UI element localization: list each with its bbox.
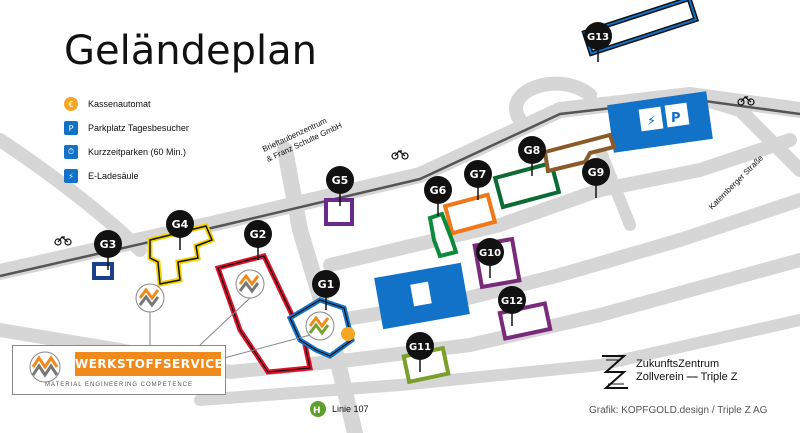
short-parking-icon: ⏱ xyxy=(64,145,78,159)
werkstoff-tagline: MATERIAL ENGINEERING COMPETENCE xyxy=(44,382,193,388)
marker-circle[interactable] xyxy=(312,270,340,298)
legend-label: E-Ladesäule xyxy=(88,171,139,181)
ev-charger-glyph: ⚡ xyxy=(647,114,656,129)
building-marker-g13[interactable]: G13 xyxy=(584,22,612,62)
building-marker-g7[interactable]: G7 xyxy=(464,160,492,200)
werkstoffservice-panel[interactable]: WERKSTOFFSERVICE MATERIAL ENGINEERING CO… xyxy=(12,345,226,395)
werkstoff-logo-g1 xyxy=(305,311,335,341)
zukunftszentrum-text: ZukunftsZentrum Zollverein ⎯⎯ Triple Z xyxy=(636,358,737,384)
marker-circle[interactable] xyxy=(584,22,612,50)
marker-label: G1 xyxy=(318,278,335,291)
building-g9-shape[interactable] xyxy=(542,132,617,174)
marker-circle[interactable] xyxy=(94,230,122,258)
marker-circle[interactable] xyxy=(582,158,610,186)
zukunftszentrum-line1: ZukunftsZentrum xyxy=(636,358,720,370)
triple-z-icon xyxy=(602,355,628,389)
marker-circle[interactable] xyxy=(476,238,504,266)
bike-icon xyxy=(737,96,755,106)
credit-text: Grafik: KOPFGOLD.design / Triple Z AG xyxy=(589,405,768,416)
bike-icon xyxy=(54,236,72,246)
short-parking-icon xyxy=(410,281,432,307)
werkstoff-logo-g4 xyxy=(135,283,165,313)
legend-item-parkplatz: P Parkplatz Tagesbesucher xyxy=(64,116,189,140)
marker-label: G7 xyxy=(470,168,487,181)
ev-charger-icon xyxy=(638,106,664,132)
marker-label: G6 xyxy=(430,184,447,197)
page-title: Geländeplan xyxy=(64,28,317,74)
marker-label: G4 xyxy=(172,218,189,231)
legend-item-kassenautomat: € Kassenautomat xyxy=(64,92,189,116)
legend-label: Parkplatz Tagesbesucher xyxy=(88,123,189,133)
werkstoff-logo-g2 xyxy=(235,269,265,299)
marker-circle[interactable] xyxy=(498,286,526,314)
marker-label: G8 xyxy=(524,144,541,157)
parking-glyph-east: P xyxy=(671,111,681,126)
coin-icon: € xyxy=(64,97,78,111)
building-marker-g12[interactable]: G12 xyxy=(498,286,526,326)
ev-charger-icon: ⚡ xyxy=(64,169,78,183)
marker-label: G13 xyxy=(587,32,609,43)
building-marker-g8[interactable]: G8 xyxy=(518,136,546,176)
building-g7-shape[interactable] xyxy=(442,192,498,236)
cash-machine-icon[interactable] xyxy=(341,327,355,341)
marker-label: G11 xyxy=(409,342,431,353)
parking-icon: P xyxy=(64,121,78,135)
werkstoff-name: WERKSTOFFSERVICE xyxy=(75,352,223,376)
building-marker-g11[interactable]: G11 xyxy=(406,332,434,372)
road-west xyxy=(0,133,147,257)
building-g6-shape[interactable] xyxy=(427,211,459,259)
bus-stop-icon[interactable] xyxy=(310,401,326,417)
building-marker-g10[interactable]: G10 xyxy=(476,238,504,278)
legend-label: Kurzzeitparken (60 Min.) xyxy=(88,147,187,157)
marker-circle[interactable] xyxy=(166,210,194,238)
marker-circle[interactable] xyxy=(406,332,434,360)
road-loop xyxy=(509,76,597,127)
building-marker-g4[interactable]: G4 xyxy=(166,210,194,250)
marker-label: G5 xyxy=(332,174,349,187)
marker-label: G2 xyxy=(250,228,267,241)
road-bottom xyxy=(194,314,800,406)
marker-circle[interactable] xyxy=(464,160,492,188)
legend-item-e-ladesaeule: ⚡ E-Ladesäule xyxy=(64,164,189,188)
building-marker-g2[interactable]: G2 xyxy=(244,220,272,260)
legend-label: Kassenautomat xyxy=(88,99,151,109)
building-g8-shape[interactable] xyxy=(492,160,562,210)
marker-label: G3 xyxy=(100,238,117,251)
building-marker-g5[interactable]: G5 xyxy=(326,166,354,206)
building-marker-g3[interactable]: G3 xyxy=(94,230,122,270)
legend-item-kurzzeitparken: ⏱ Kurzzeitparken (60 Min.) xyxy=(64,140,189,164)
bus-stop-glyph: H xyxy=(313,406,321,416)
marker-circle[interactable] xyxy=(326,166,354,194)
parking-icon-east xyxy=(664,102,690,128)
werkstoff-logo-icon xyxy=(29,351,61,383)
marker-circle[interactable] xyxy=(424,176,452,204)
marker-circle[interactable] xyxy=(518,136,546,164)
marker-label: G12 xyxy=(501,296,523,307)
marker-label: G10 xyxy=(479,248,501,259)
building-marker-g9[interactable]: G9 xyxy=(582,158,610,198)
building-g5-shape[interactable] xyxy=(324,198,354,226)
bike-icon xyxy=(391,150,409,160)
marker-label: G9 xyxy=(588,166,605,179)
building-marker-g6[interactable]: G6 xyxy=(424,176,452,216)
legend: € Kassenautomat P Parkplatz Tagesbesuche… xyxy=(64,92,189,188)
bus-line-label: Linie 107 xyxy=(332,404,369,414)
building-marker-g1[interactable]: G1 xyxy=(312,270,340,310)
marker-circle[interactable] xyxy=(244,220,272,248)
bike-icons xyxy=(54,96,755,246)
zukunftszentrum-line2: Zollverein ⎯⎯ Triple Z xyxy=(636,371,738,383)
building-g3-shape[interactable] xyxy=(92,262,114,280)
